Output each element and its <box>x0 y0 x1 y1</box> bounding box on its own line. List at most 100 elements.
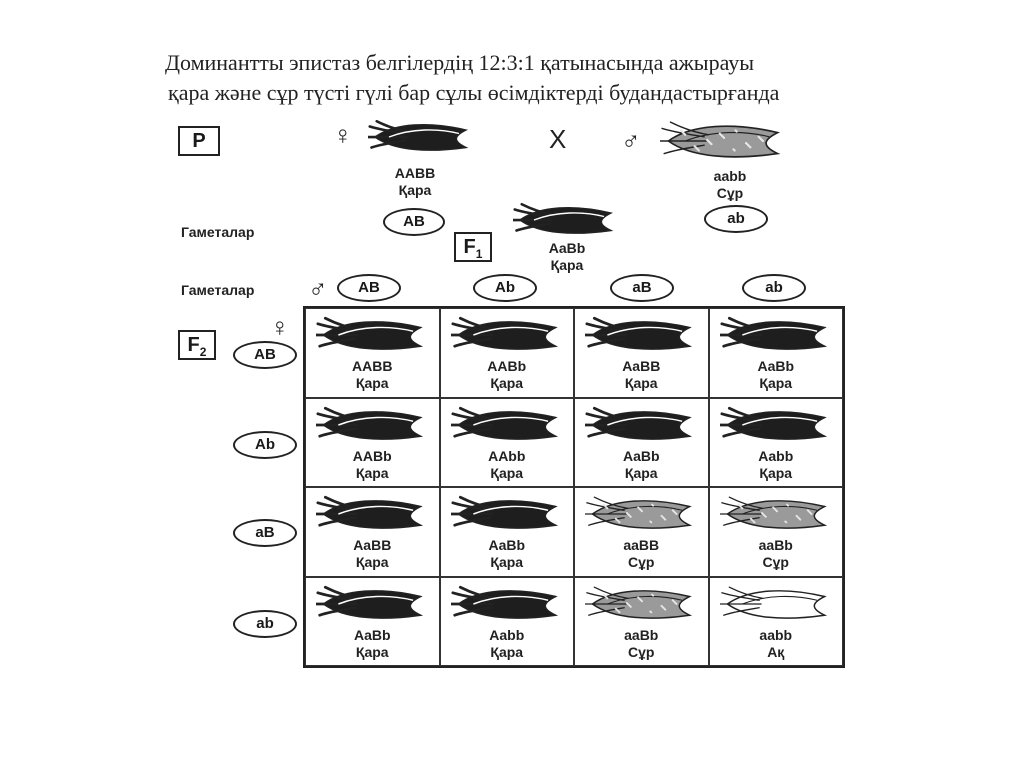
male-parent-seed-image <box>660 121 781 158</box>
cell-phenotype: Сұр <box>628 554 655 570</box>
f2-female-gamete-3: aB <box>233 519 297 547</box>
seed-image <box>719 586 827 619</box>
seed-shape <box>316 406 424 440</box>
f2-female-gamete-4: ab <box>233 610 297 638</box>
cell-genotype: AAbb <box>488 447 526 464</box>
seed-image <box>450 406 558 440</box>
f1-generation-label: F1 <box>454 232 492 262</box>
cell-genotype: aaBB <box>623 537 660 553</box>
cell-genotype: AaBb <box>757 358 795 374</box>
cell-phenotype: Қара <box>355 464 389 481</box>
seed-image <box>719 406 827 440</box>
seed-shape <box>660 121 781 158</box>
seed-shape <box>719 316 827 350</box>
gametes-label-parents: Гаметалар <box>181 224 255 240</box>
f2-male-gamete-4: ab <box>742 274 806 302</box>
f1-genotype-text: AaBb <box>548 240 586 256</box>
male-parent-gamete: ab <box>704 205 768 233</box>
seed-shape <box>719 586 827 619</box>
seed-shape <box>719 406 827 440</box>
cell-genotype: AaBb <box>488 537 526 553</box>
seed-shape <box>719 496 827 529</box>
cross-symbol: X <box>549 124 567 154</box>
cell-genotype: Aabb <box>489 626 525 643</box>
seed-image <box>316 585 424 619</box>
seed-shape <box>316 585 424 619</box>
f2-male-gamete-1: AB <box>337 274 401 302</box>
cell-phenotype: Қара <box>490 464 524 481</box>
f2-label-text: F <box>187 334 200 356</box>
f1-phenotype-text: Қара <box>550 257 584 273</box>
seed-shape <box>585 316 693 350</box>
male-parent-genotype: aabb Сұр <box>695 168 765 202</box>
male-parent-genotype-text: aabb <box>713 168 747 184</box>
cell-phenotype: Қара <box>490 375 524 391</box>
cell-phenotype: Қара <box>355 554 389 570</box>
f1-genotype: AaBb Қара <box>532 240 602 274</box>
cell-genotype: aaBb <box>624 626 659 643</box>
seed-image <box>450 316 558 350</box>
female-symbol: ♀ <box>333 120 353 150</box>
seed-image <box>585 586 693 619</box>
cell-phenotype: Қара <box>355 375 389 391</box>
cell-phenotype: Сұр <box>762 554 789 570</box>
cell-genotype: AABb <box>352 447 392 464</box>
seed-shape <box>316 495 424 529</box>
female-parent-seed-image <box>368 119 469 151</box>
seed-shape <box>450 495 558 529</box>
seed-shape <box>316 316 424 350</box>
cell-phenotype: Қара <box>490 554 524 570</box>
f2-generation-label: F2 <box>178 330 216 360</box>
female-parent-phenotype-text: Қара <box>398 182 432 198</box>
f2-male-symbol: ♂ <box>308 274 328 304</box>
seed-shape <box>368 119 469 151</box>
cell-genotype: aabb <box>759 626 793 643</box>
cell-genotype: aaBb <box>758 537 793 553</box>
p-generation-label: P <box>178 126 220 156</box>
gametes-label-f1: Гаметалар <box>181 282 255 298</box>
seed-image <box>719 316 827 350</box>
cell-genotype: AaBB <box>353 537 392 553</box>
seed-shape <box>450 585 558 619</box>
seed-shape <box>585 406 693 440</box>
seed-shape <box>450 316 558 350</box>
cell-phenotype: Ақ <box>767 643 785 660</box>
diagram-title-line-2: қара және сұр түсті гүлі бар сұлы өсімді… <box>168 80 780 105</box>
cell-phenotype: Қара <box>355 643 389 660</box>
f2-male-gamete-3: aB <box>610 274 674 302</box>
cell-phenotype: Қара <box>490 643 524 660</box>
male-parent-phenotype-text: Сұр <box>716 185 744 201</box>
seed-image <box>719 496 827 529</box>
seed-image <box>585 496 693 529</box>
cell-genotype: AaBb <box>622 447 660 464</box>
seed-image <box>450 495 558 529</box>
cell-phenotype: Қара <box>759 375 793 391</box>
male-symbol: ♂ <box>621 126 641 156</box>
seed-image <box>585 316 693 350</box>
f2-female-gamete-1: AB <box>233 341 297 369</box>
f1-seed-image <box>513 202 614 234</box>
female-parent-genotype: AABB Қара <box>375 165 455 199</box>
f2-female-symbol: ♀ <box>270 312 290 342</box>
diagram-title-line-1: Доминантты эпистаз белгілердің 12:3:1 қа… <box>165 50 755 75</box>
seed-image <box>316 316 424 350</box>
female-parent-gamete: AB <box>383 208 445 236</box>
f2-male-gamete-2: Ab <box>473 274 537 302</box>
cell-genotype: AABb <box>487 358 527 374</box>
seed-image <box>585 406 693 440</box>
seed-shape <box>450 406 558 440</box>
